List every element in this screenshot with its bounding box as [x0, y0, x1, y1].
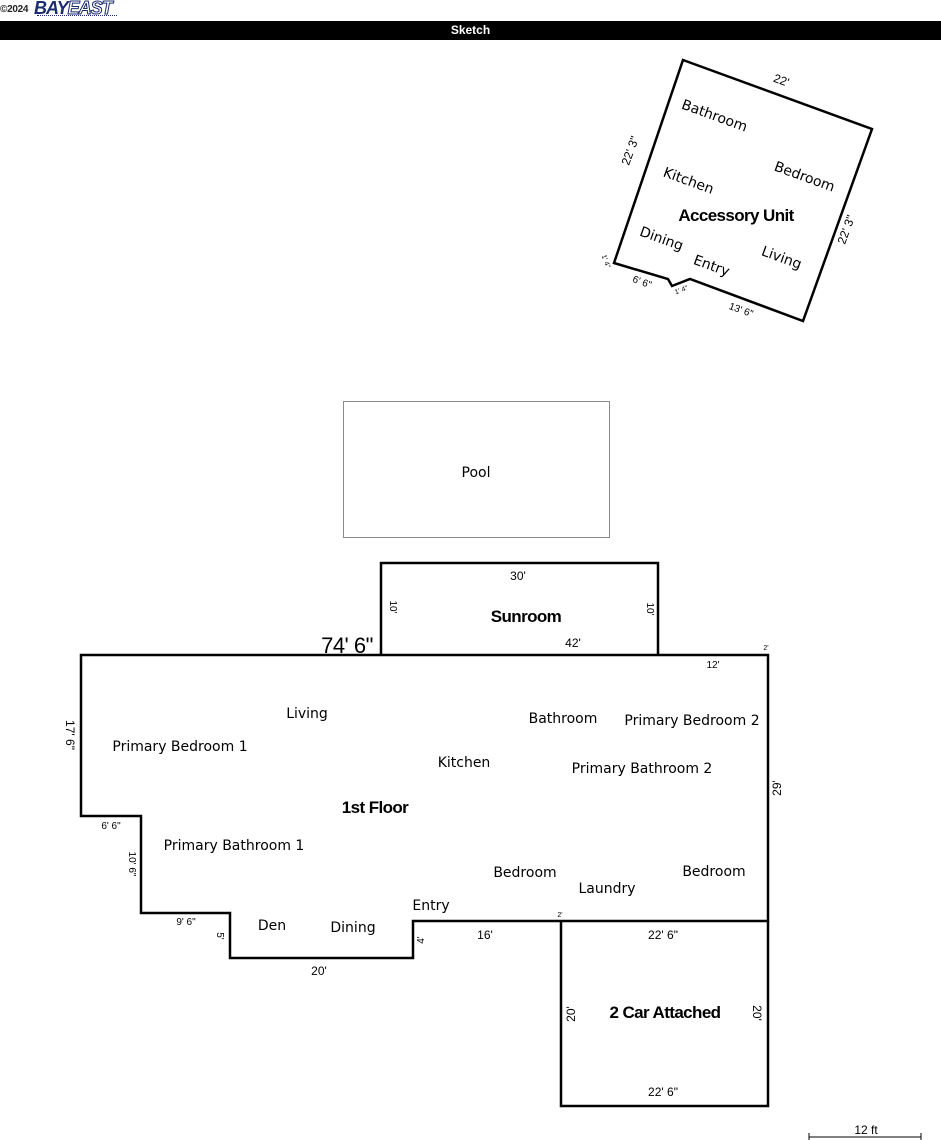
sketch-title-bar: Sketch	[0, 21, 941, 40]
page-title: Sketch	[450, 23, 491, 37]
room-bedroom-2-label: Bedroom	[682, 864, 745, 880]
garage-dim-top: 22' 6"	[648, 928, 678, 942]
accessory-dim-top: 22'	[772, 71, 791, 90]
dim-bottom-mid: 16'	[477, 928, 493, 942]
bay-east-logo: ©2024 BAYEAST	[0, 0, 130, 20]
accessory-unit-label: Accessory Unit	[678, 206, 794, 225]
dim-top-mid: 42'	[565, 636, 581, 650]
accessory-dining-label: Dining	[637, 224, 685, 254]
accessory-dim-right: 22' 3"	[835, 213, 858, 246]
accessory-dim-left: 22' 3"	[619, 134, 642, 167]
first-floor-label: 1st Floor	[342, 798, 409, 817]
garage-label: 2 Car Attached	[610, 1003, 721, 1022]
room-laundry-label: Laundry	[578, 881, 635, 897]
accessory-bedroom-label: Bedroom	[772, 159, 837, 196]
accessory-kitchen-label: Kitchen	[661, 165, 716, 198]
accessory-unit-outline	[612, 58, 874, 323]
accessory-living-label: Living	[759, 244, 804, 273]
room-bedroom-1-label: Bedroom	[493, 865, 556, 881]
garage-dim-right: 20'	[750, 1005, 764, 1021]
room-dining-label: Dining	[330, 920, 375, 936]
dim-bottom: 20'	[311, 964, 327, 978]
scale-bar: 12 ft	[808, 1123, 922, 1140]
accessory-bathroom-label: Bathroom	[679, 97, 749, 136]
accessory-entry-label: Entry	[691, 252, 731, 280]
accessory-dim-bottom-left: 6' 6"	[631, 274, 653, 291]
dim-corner-a: 2'	[763, 645, 768, 652]
pool: Pool	[343, 401, 610, 538]
first-floor-outline	[79, 653, 770, 960]
room-living-label: Living	[286, 706, 328, 722]
room-bathroom-label: Bathroom	[529, 711, 598, 727]
accessory-unit: Bathroom Bedroom Kitchen Accessory Unit …	[600, 58, 874, 323]
accessory-dim-notch-a: 1' 4"	[600, 254, 611, 270]
dim-step2-v: 5'	[214, 932, 225, 940]
dim-right: 29'	[770, 780, 784, 796]
dim-step2-h: 9' 6"	[176, 917, 196, 928]
room-den-label: Den	[258, 918, 286, 934]
dim-overall: 74' 6"	[321, 633, 373, 658]
room-primary-bathroom-1-label: Primary Bathroom 1	[164, 838, 305, 854]
dim-top-right: 12'	[706, 660, 719, 671]
garage-dim-bottom: 22' 6"	[648, 1085, 678, 1099]
logo-bay: BAY	[34, 0, 69, 18]
garage-dim-left: 20'	[564, 1006, 578, 1022]
sunroom-dim-right: 10'	[644, 602, 655, 615]
dim-step1-h: 6' 6"	[101, 821, 121, 832]
pool-outline	[343, 401, 610, 538]
logo-tagline-line	[37, 15, 117, 18]
dim-step1-v: 10' 6"	[126, 852, 137, 877]
room-primary-bedroom-1-label: Primary Bedroom 1	[112, 739, 247, 755]
accessory-dim-bottom-right: 13' 6"	[727, 301, 755, 320]
sunroom: Sunroom 30' 10' 10'	[379, 561, 660, 655]
logo-wordmark: BAYEAST	[34, 0, 113, 19]
sunroom-dim-left: 10'	[387, 600, 398, 613]
garage: 2 Car Attached 22' 6" 22' 6" 20' 20'	[559, 921, 770, 1108]
copyright-text: ©2024	[0, 4, 29, 15]
dim-left: 17' 6"	[63, 720, 77, 750]
accessory-dim-notch-b: 1' 4"	[674, 285, 690, 296]
room-primary-bathroom-2-label: Primary Bathroom 2	[572, 761, 713, 777]
garage-outline	[559, 921, 770, 1108]
room-primary-bedroom-2-label: Primary Bedroom 2	[624, 713, 759, 729]
room-entry-label: Entry	[412, 898, 449, 914]
sunroom-label: Sunroom	[491, 607, 562, 626]
pool-label: Pool	[462, 465, 491, 481]
sunroom-outline	[379, 561, 660, 655]
first-floor: 1st Floor Living Primary Bedroom 1 Bathr…	[63, 633, 784, 978]
scale-bar-label: 12 ft	[854, 1123, 878, 1137]
dim-corner-b: 2'	[557, 912, 562, 919]
dim-entry-v: 4'	[416, 936, 427, 944]
room-kitchen-label: Kitchen	[438, 755, 491, 771]
sunroom-dim-top: 30'	[510, 569, 526, 583]
logo-east: EAST	[67, 0, 113, 19]
